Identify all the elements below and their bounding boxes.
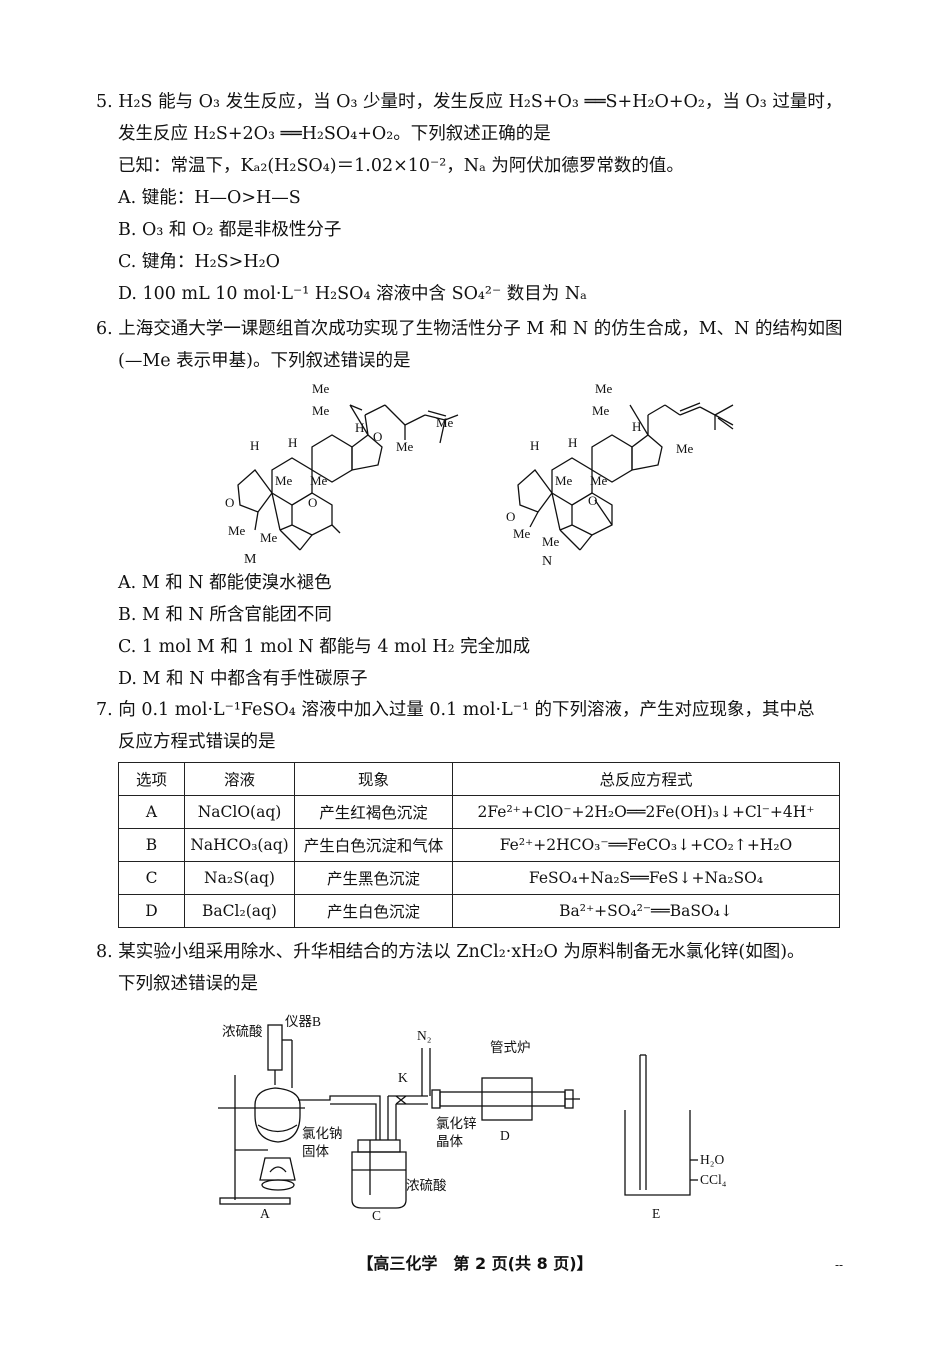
n-o-2: O: [506, 509, 515, 524]
page-footer: 【高三化学 第 2 页(共 8 页)】: [357, 1254, 593, 1273]
cell-equation: Fe²⁺+2HCO₃⁻══FeCO₃↓+CO₂↑+H₂O: [452, 828, 840, 862]
cell-phenomenon: 产生黑色沉淀: [294, 861, 453, 895]
n-o-3: O: [588, 493, 597, 508]
label-instrument-b: 仪器B: [285, 1014, 321, 1029]
m-o-3: O: [308, 495, 317, 510]
label-conc-acid-c: 浓硫酸: [406, 1178, 447, 1193]
n-h-2: H: [530, 438, 539, 453]
q6-stem-line-1: 6. 上海交通大学一课题组首次成功实现了生物活性分子 M 和 N 的仿生合成，M…: [96, 319, 843, 339]
table-row: A NaClO(aq) 产生红褐色沉淀 2Fe²⁺+ClO⁻+2H₂O══2Fe…: [118, 795, 840, 829]
header-solution: 溶液: [184, 762, 295, 796]
q5-option-b: B. O₃ 和 O₂ 都是非极性分子: [118, 220, 342, 240]
q8-stem-line-1: 8. 某实验小组采用除水、升华相结合的方法以 ZnCl₂·xH₂O 为原料制备无…: [96, 942, 805, 962]
q5-option-d: D. 100 mL 10 mol·L⁻¹ H₂SO₄ 溶液中含 SO₄²⁻ 数目…: [118, 284, 587, 304]
m-o-2: O: [225, 495, 234, 510]
label-zncl-2: 晶体: [436, 1134, 463, 1149]
q8-stem-line-2: 下列叙述错误的是: [118, 974, 258, 994]
label-k: K: [398, 1070, 408, 1085]
m-me-8: Me: [260, 530, 278, 545]
n-me-5: Me: [555, 473, 573, 488]
q7-stem-line-1: 7. 向 0.1 mol·L⁻¹FeSO₄ 溶液中加入过量 0.1 mol·L⁻…: [96, 700, 815, 720]
q5-option-c: C. 键角：H₂S>H₂O: [118, 252, 280, 272]
cell-option: C: [118, 861, 185, 895]
header-equation: 总反应方程式: [452, 762, 840, 796]
m-h-1: H: [355, 420, 364, 435]
table-row: C Na₂S(aq) 产生黑色沉淀 FeSO₄+Na₂S══FeS↓+Na₂SO…: [118, 861, 840, 895]
m-h-3: H: [288, 435, 297, 450]
apparatus-diagram: 浓硫酸 仪器B N₂ K 管式炉 氯化钠 固体 氯化锌 晶体 浓硫酸 H₂O C…: [218, 1014, 727, 1223]
table-row: D BaCl₂(aq) 产生白色沉淀 Ba²⁺+SO₄²⁻══BaSO₄↓: [118, 894, 840, 928]
cell-equation: Ba²⁺+SO₄²⁻══BaSO₄↓: [452, 894, 840, 928]
m-label: M: [244, 552, 257, 567]
n-me-3: Me: [676, 441, 694, 456]
question-8: 8. 某实验小组采用除水、升华相结合的方法以 ZnCl₂·xH₂O 为原料制备无…: [96, 936, 854, 1000]
cell-solution: NaClO(aq): [184, 795, 295, 829]
m-me-6: Me: [310, 473, 328, 488]
cell-phenomenon: 产生白色沉淀: [294, 894, 453, 928]
header-phenomenon: 现象: [294, 762, 453, 796]
molecule-structures: Me Me H O Me Me H H Me Me O O Me Me M Me…: [225, 381, 734, 569]
table-header-row: 选项 溶液 现象 总反应方程式: [118, 762, 840, 796]
label-a: A: [260, 1206, 270, 1221]
q6-option-d: D. M 和 N 中都含有手性碳原子: [118, 669, 368, 689]
label-nacl-2: 固体: [302, 1144, 329, 1159]
question-6-options: A. M 和 N 都能使溴水褪色 B. M 和 N 所含官能团不同 C. 1 m…: [96, 567, 854, 695]
cell-phenomenon: 产生红褐色沉淀: [294, 795, 453, 829]
question-6: 6. 上海交通大学一课题组首次成功实现了生物活性分子 M 和 N 的仿生合成，M…: [96, 313, 854, 377]
label-d: D: [500, 1128, 510, 1143]
q6-option-c: C. 1 mol M 和 1 mol N 都能与 4 mol H₂ 完全加成: [118, 637, 531, 657]
m-o-1: O: [373, 429, 382, 444]
cell-solution: Na₂S(aq): [184, 861, 295, 895]
cell-option: B: [118, 828, 185, 862]
corner-mark: --: [835, 1258, 844, 1272]
n-h-1: H: [632, 419, 641, 434]
cell-equation: 2Fe²⁺+ClO⁻+2H₂O══2Fe(OH)₃↓+Cl⁻+4H⁺: [452, 795, 840, 829]
q5-stem-line-1: 5. H₂S 能与 O₃ 发生反应，当 O₃ 少量时，发生反应 H₂S+O₃ ═…: [96, 92, 843, 112]
cell-equation: FeSO₄+Na₂S══FeS↓+Na₂SO₄: [452, 861, 840, 895]
cell-option: A: [118, 795, 185, 829]
q7-stem-line-2: 反应方程式错误的是: [118, 732, 276, 752]
label-n2: N₂: [417, 1028, 431, 1043]
n-me-7: Me: [513, 526, 531, 541]
cell-phenomenon: 产生白色沉淀和气体: [294, 828, 453, 862]
header-option: 选项: [118, 762, 185, 796]
m-me-4: Me: [396, 439, 414, 454]
label-nacl-1: 氯化钠: [302, 1126, 343, 1141]
question-7: 7. 向 0.1 mol·L⁻¹FeSO₄ 溶液中加入过量 0.1 mol·L⁻…: [96, 694, 854, 758]
n-h-3: H: [568, 435, 577, 450]
n-me-8: Me: [542, 534, 560, 549]
q6-option-b: B. M 和 N 所含官能团不同: [118, 605, 332, 625]
m-me-3: Me: [436, 415, 454, 430]
label-conc-acid: 浓硫酸: [222, 1024, 263, 1039]
label-furnace: 管式炉: [490, 1040, 531, 1055]
m-me-top: Me: [312, 381, 330, 396]
m-me-7: Me: [228, 523, 246, 538]
q7-table: 选项 溶液 现象 总反应方程式 A NaClO(aq) 产生红褐色沉淀 2Fe²…: [118, 762, 840, 928]
n-label: N: [542, 554, 552, 569]
q5-stem-line-2: 发生反应 H₂S+2O₃ ══H₂SO₄+O₂。下列叙述正确的是: [118, 124, 551, 144]
label-e: E: [652, 1206, 660, 1221]
q6-stem-line-2: (—Me 表示甲基)。下列叙述错误的是: [118, 351, 411, 371]
label-h2o: H₂O: [700, 1152, 724, 1167]
cell-option: D: [118, 894, 185, 928]
table-row: B NaHCO₃(aq) 产生白色沉淀和气体 Fe²⁺+2HCO₃⁻══FeCO…: [118, 828, 840, 862]
n-me-6: Me: [590, 473, 608, 488]
q6-option-a: A. M 和 N 都能使溴水褪色: [118, 573, 332, 593]
n-me-2: Me: [592, 403, 610, 418]
label-zncl-1: 氯化锌: [436, 1116, 477, 1131]
m-me-2: Me: [312, 403, 330, 418]
m-me-5: Me: [275, 473, 293, 488]
cell-solution: BaCl₂(aq): [184, 894, 295, 928]
n-me-top: Me: [595, 381, 613, 396]
q5-option-a: A. 键能：H—O>H—S: [118, 188, 301, 208]
q5-given: 已知：常温下，Kₐ₂(H₂SO₄)＝1.02×10⁻²，Nₐ 为阿伏加德罗常数的…: [118, 156, 684, 176]
question-5: 5. H₂S 能与 O₃ 发生反应，当 O₃ 少量时，发生反应 H₂S+O₃ ═…: [96, 86, 854, 310]
cell-solution: NaHCO₃(aq): [184, 828, 295, 862]
label-ccl4: CCl₄: [700, 1172, 727, 1187]
m-h-2: H: [250, 438, 259, 453]
label-c: C: [372, 1208, 381, 1223]
